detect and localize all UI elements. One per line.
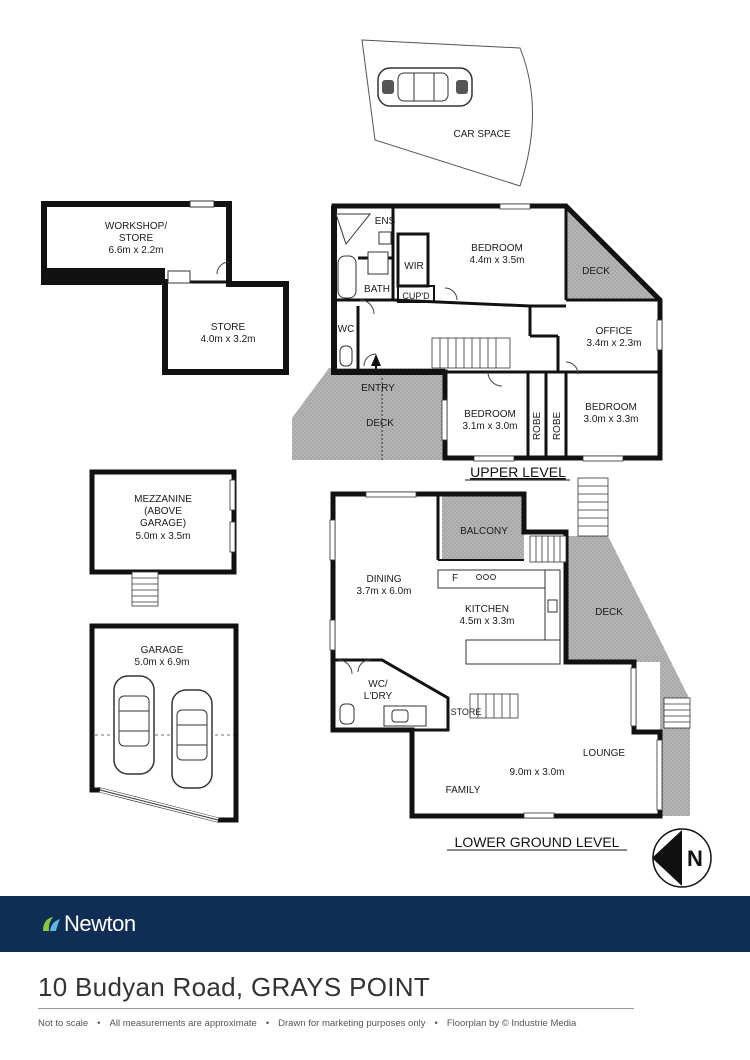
garage-block: GARAGE 5.0m x 6.9m	[89, 623, 239, 823]
garage-car-icon-1	[113, 675, 155, 775]
kitchen-label: KITCHEN	[465, 604, 509, 615]
robe-label-1: ROBE	[532, 412, 543, 441]
garage-dim: 5.0m x 6.9m	[134, 657, 189, 668]
car-space-label: CAR SPACE	[453, 129, 510, 140]
upper-level-plan: ENS BATH WIR CUP'D WC ENTRY DECK BEDROOM…	[292, 203, 663, 481]
footer-separator: •	[265, 1018, 270, 1029]
balcony-area	[442, 496, 524, 560]
divider	[38, 1008, 634, 1009]
bedroom-3-label: BEDROOM	[585, 402, 637, 413]
lower-deck-area	[566, 536, 690, 816]
lower-level-plan: BALCONY DINING 3.7m x 6.0m F KITCHEN 4.5…	[329, 477, 691, 851]
car-icon	[377, 67, 473, 107]
bedroom-2-dim: 3.1m x 3.0m	[462, 421, 517, 432]
living-dim: 9.0m x 3.0m	[509, 767, 564, 778]
newton-logo-text: Newton	[64, 911, 136, 936]
footer-separator: •	[97, 1018, 101, 1029]
wc-label: WC	[338, 324, 355, 335]
office-dim: 3.4m x 2.3m	[586, 338, 641, 349]
bedroom-3-dim: 3.0m x 3.3m	[583, 414, 638, 425]
store-label: STORE	[211, 322, 246, 333]
disclaimer-footer: Not to scale • All measurements are appr…	[38, 1018, 576, 1029]
kitchen-dim: 4.5m x 3.3m	[459, 616, 514, 627]
bedroom-main-dim: 4.4m x 3.5m	[469, 255, 524, 266]
cupd-label: CUP'D	[402, 291, 430, 301]
dining-dim: 3.7m x 6.0m	[356, 586, 411, 597]
balcony-label: BALCONY	[460, 526, 508, 537]
mezzanine-label-2: (ABOVE	[144, 506, 182, 517]
mezzanine-dim: 5.0m x 3.5m	[135, 531, 190, 542]
mezzanine-block: MEZZANINE (ABOVE GARAGE) 5.0m x 3.5m	[89, 469, 237, 607]
footer-separator: •	[434, 1018, 438, 1029]
lounge-label: LOUNGE	[583, 748, 626, 759]
store-small-label: STORE	[451, 707, 482, 717]
entry-label: ENTRY	[361, 383, 395, 394]
mezzanine-label-1: MEZZANINE	[134, 494, 192, 505]
car-space: CAR SPACE	[361, 39, 533, 187]
garage-car-icon-2	[171, 689, 213, 789]
footer-item: All measurements are approximate	[109, 1018, 257, 1029]
wc-ldry-label-2: L'DRY	[364, 691, 393, 702]
bath-label: BATH	[364, 284, 390, 295]
workshop-block: WORKSHOP/ STORE 6.6m x 2.2m STORE 4.0m x…	[41, 200, 289, 375]
upper-level-title: UPPER LEVEL	[470, 464, 566, 480]
wir-label: WIR	[404, 261, 423, 272]
store-dim: 4.0m x 3.2m	[200, 334, 255, 345]
lower-deck-label: DECK	[595, 607, 623, 618]
newton-logo-mark-icon	[43, 917, 60, 931]
compass-icon: N	[652, 828, 712, 888]
mezzanine-label-3: GARAGE)	[140, 518, 186, 529]
property-address: 10 Budyan Road, GRAYS POINT	[38, 972, 431, 1002]
footer-item: Not to scale	[38, 1018, 89, 1029]
workshop-dim: 6.6m x 2.2m	[108, 245, 163, 256]
family-label: FAMILY	[446, 785, 481, 796]
newton-logo: Newton	[40, 908, 136, 940]
compass-north-label: N	[687, 846, 703, 871]
fridge-label: F	[452, 573, 458, 584]
lower-level-title: LOWER GROUND LEVEL	[455, 834, 620, 850]
robe-label-2: ROBE	[552, 412, 563, 441]
workshop-label: WORKSHOP/	[105, 221, 167, 232]
upper-deck-label: DECK	[582, 266, 610, 277]
footer-item: Drawn for marketing purposes only	[278, 1018, 426, 1029]
floorplan-drawing: CAR SPACE WORKSHOP/ STORE 6.6m x 2.2m ST…	[41, 39, 712, 888]
dining-label: DINING	[367, 574, 402, 585]
entry-deck	[292, 368, 445, 460]
ens-label: ENS	[375, 216, 396, 227]
entry-deck-label: DECK	[366, 418, 394, 429]
workshop-label-2: STORE	[119, 233, 154, 244]
office-label: OFFICE	[596, 326, 633, 337]
garage-label: GARAGE	[141, 645, 184, 656]
bedroom-main-label: BEDROOM	[471, 243, 523, 254]
wc-ldry-label-1: WC/	[368, 679, 388, 690]
footer-item: Floorplan by © Industrie Media	[446, 1018, 577, 1029]
brand-banner: Newton	[0, 896, 750, 952]
bedroom-2-label: BEDROOM	[464, 409, 516, 420]
